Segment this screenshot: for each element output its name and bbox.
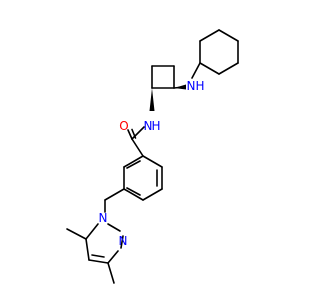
amide-nitrogen-label: N — [144, 119, 153, 133]
cyclohexyl-ring — [199, 29, 239, 75]
amine-nitrogen-label: N — [187, 79, 196, 93]
cyclohexyl-nh-bond — [191, 62, 201, 79]
amine-hydrogen-label: H — [195, 79, 204, 93]
wedge-bond-2 — [149, 88, 155, 111]
benzene-ring — [123, 155, 163, 201]
cyclobutane-ring — [151, 65, 175, 89]
pyrazole-nitrogen-1-label: N — [99, 211, 108, 225]
carbonyl-oxygen-label: O — [119, 119, 128, 133]
carbonyl-double-bond-2 — [131, 128, 137, 139]
benzene-ch2-bond — [104, 188, 125, 201]
methyl-bond-1 — [66, 228, 87, 240]
wedge-bond-1 — [174, 84, 186, 90]
pyrazole-nitrogen-2-label: N — [119, 234, 128, 248]
carbonyl-benzene-bond — [131, 138, 144, 157]
amide-n-carbonyl-bond — [131, 126, 145, 140]
pyrazole-ring — [85, 223, 124, 264]
amide-hydrogen-label: H — [151, 119, 160, 133]
carbonyl-double-bond-1 — [127, 129, 133, 140]
molecule-structure: N H N H O N N — [66, 29, 239, 284]
methyl-bond-2 — [107, 262, 115, 284]
molecule-diagram: N H N H O N N — [66, 29, 239, 284]
